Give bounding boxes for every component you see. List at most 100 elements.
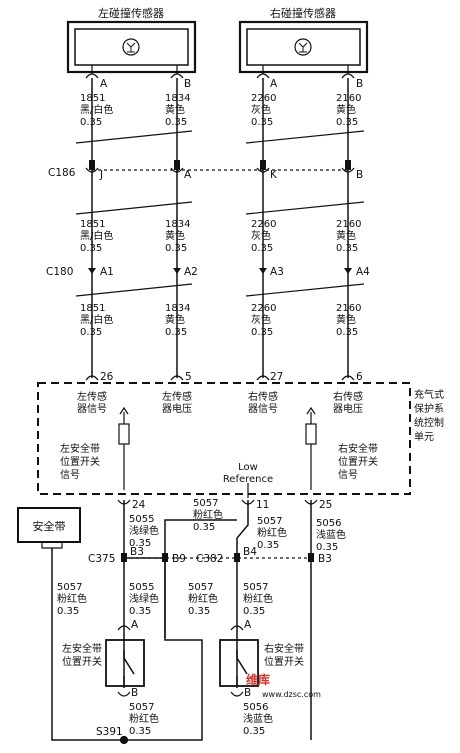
wire-gauge-label: 0.35 (57, 606, 79, 617)
left-sensor-icon (122, 38, 140, 56)
right-belt-signal-label: 位置开关 (338, 455, 378, 468)
wire-circuit-label: 1851 (80, 219, 105, 230)
wire-gauge-label: 0.35 (165, 117, 187, 128)
pin-label: B (356, 78, 363, 90)
wire-circuit-label: 2160 (336, 93, 361, 104)
wire-color-label: 黑/白色 (80, 229, 113, 242)
wire-circuit-label: 1834 (165, 303, 190, 314)
c186-pin: J (99, 169, 103, 181)
module-name: 单元 (414, 431, 434, 443)
wire-color-label: 粉红色 (193, 508, 223, 521)
c186-pin: K (270, 169, 278, 181)
pin-label: A (270, 78, 278, 90)
c375-name: C375 (88, 553, 115, 565)
module-lower-pin: 25 (319, 499, 332, 511)
watermark-text: 维库 (246, 672, 270, 687)
right-switch-label: 右安全带 (264, 642, 304, 655)
wire-gauge-label: 0.35 (193, 522, 215, 533)
left-sensor-label: 左碰撞传感器 (98, 6, 164, 20)
left-switch-label: 位置开关 (62, 655, 102, 668)
control-module-box (37, 382, 411, 495)
left-belt-signal-label: 信号 (60, 469, 80, 481)
wire-color-label: 灰色 (251, 313, 271, 326)
module-signal-label: 器信号 (248, 403, 278, 415)
right-switch-label: 位置开关 (264, 655, 304, 668)
c186-pin: B (356, 169, 363, 181)
right-belt-signal-label: 信号 (338, 469, 358, 481)
wire-circuit-label: 5057 (188, 582, 213, 593)
right-sensor-box (238, 20, 369, 74)
wire-color-label: 浅绿色 (129, 524, 159, 537)
right-sensor-label: 右碰撞传感器 (270, 6, 336, 20)
wire-gauge-label: 0.35 (257, 540, 279, 551)
module-pin: 26 (100, 371, 114, 383)
switch-pin: B (244, 687, 251, 699)
left-switch-label: 左安全带 (62, 642, 102, 655)
wire-circuit-label: 2260 (251, 93, 276, 104)
wire-gauge-label: 0.35 (129, 726, 151, 737)
module-lower-pin: 11 (256, 499, 269, 511)
seatbelt-box (17, 507, 81, 543)
wire-circuit-label: 1834 (165, 93, 190, 104)
c180-pin: A3 (270, 266, 284, 278)
wire-color-label: 浅绿色 (129, 592, 159, 605)
wire-circuit-label: 2160 (336, 219, 361, 230)
wire-gauge-label: 0.35 (251, 327, 273, 338)
wire-color-label: 浅蓝色 (316, 528, 346, 541)
left-switch-box (105, 639, 145, 687)
s391-name: S391 (96, 726, 123, 738)
c186-name: C186 (48, 167, 76, 179)
module-name: 充气式 (414, 388, 444, 401)
switch-pin: A (244, 619, 252, 631)
wire-gauge-label: 0.35 (251, 117, 273, 128)
wire-gauge-label: 0.35 (336, 327, 358, 338)
left-belt-signal-label: 左安全带 (60, 442, 100, 455)
module-signal-label: 左传感 (77, 390, 107, 403)
module-name: 统控制 (414, 416, 444, 429)
low-reference-label: Low (238, 462, 258, 473)
wire-gauge-label: 0.35 (80, 117, 102, 128)
watermark-url: www.dzsc.com (262, 690, 321, 699)
wire-circuit-label: 2260 (251, 219, 276, 230)
wire-gauge-label: 0.35 (129, 606, 151, 617)
left-sensor-box (66, 20, 197, 74)
wire-gauge-label: 0.35 (336, 117, 358, 128)
wire-circuit-label: 5055 (129, 514, 154, 525)
module-signal-label: 器电压 (162, 402, 192, 415)
module-pin: 27 (270, 371, 283, 383)
wire-circuit-label: 1851 (80, 93, 105, 104)
c180-name: C180 (46, 266, 73, 278)
wire-gauge-label: 0.35 (188, 606, 210, 617)
wire-gauge-label: 0.35 (80, 327, 102, 338)
wire-circuit-label: 5057 (57, 582, 82, 593)
c180-pin: A2 (184, 266, 198, 278)
wire-circuit-label: 5055 (129, 582, 154, 593)
c375-pin: B9 (172, 553, 186, 565)
pin-label: A (100, 78, 108, 90)
wire-color-label: 灰色 (251, 103, 271, 116)
wire-gauge-label: 0.35 (129, 538, 151, 549)
wire-gauge-label: 0.35 (243, 606, 265, 617)
seatbelt-label: 安全带 (33, 519, 66, 533)
wire-color-label: 黄色 (336, 313, 356, 326)
wire-gauge-label: 0.35 (243, 726, 265, 737)
module-signal-label: 左传感 (162, 390, 192, 403)
wire-color-label: 黑/白色 (80, 313, 113, 326)
switch-pin: B (131, 687, 138, 699)
wire-gauge-label: 0.35 (165, 243, 187, 254)
low-reference-label: Reference (223, 474, 273, 485)
module-lower-pin: 24 (132, 499, 146, 511)
wire-color-label: 黄色 (336, 229, 356, 242)
wire-gauge-label: 0.35 (336, 243, 358, 254)
wire-circuit-label: 1851 (80, 303, 105, 314)
wire-circuit-label: 5057 (129, 702, 154, 713)
wire-color-label: 粉红色 (243, 592, 273, 605)
wire-color-label: 黄色 (165, 103, 185, 116)
module-signal-label: 器电压 (333, 402, 363, 415)
wire-color-label: 粉红色 (188, 592, 218, 605)
wire-color-label: 粉红色 (129, 712, 159, 725)
wire-circuit-label: 5057 (243, 582, 268, 593)
wire-color-label: 粉红色 (57, 592, 87, 605)
module-pin: 5 (185, 371, 192, 383)
